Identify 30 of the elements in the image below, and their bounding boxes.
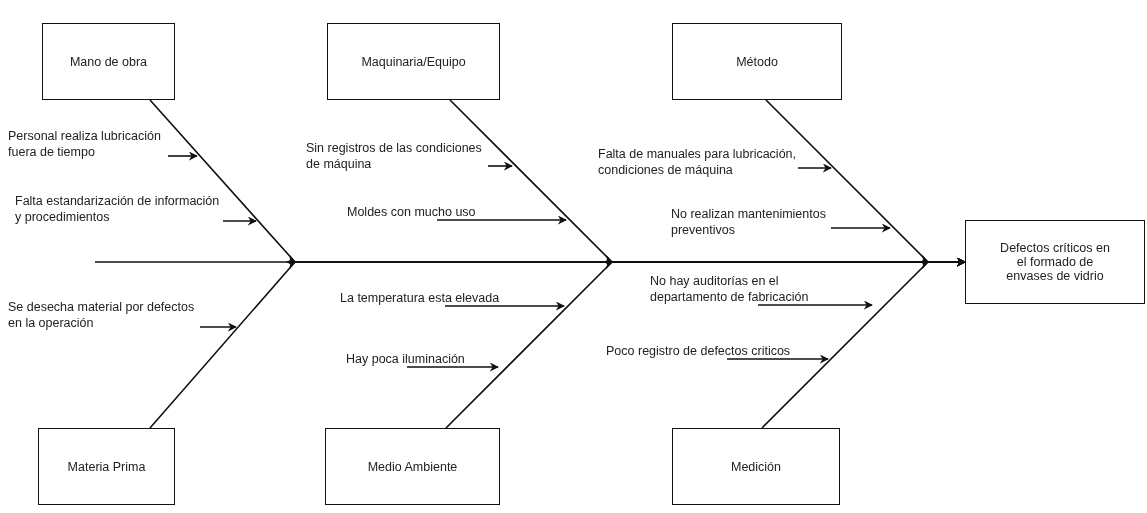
cause-text: Hay poca iluminación (346, 351, 465, 367)
cause-text: No realizan mantenimientos preventivos (671, 206, 831, 238)
cause-text: No hay auditorías en el departamento de fabricación (650, 273, 815, 305)
category-box: Materia Prima (38, 428, 175, 505)
arrow (757, 300, 873, 310)
cause-text: Sin registros de las condiciones de máquina (306, 140, 488, 172)
effect-box: Defectos críticos en el formado de envases de vidrio (965, 220, 1145, 304)
cause-text: Personal realiza lubricación fuera de tiempo (8, 128, 168, 160)
cause-text: Falta estandarización de información y procedimientos (15, 193, 223, 225)
arrow (797, 163, 832, 173)
arrow (94, 257, 966, 267)
arrow (436, 215, 567, 225)
cause-text: Se desecha material por defectos en la operación (8, 299, 200, 331)
arrow (167, 151, 198, 161)
cause-text: La temperatura esta elevada (340, 290, 500, 306)
cause-text: Moldes con mucho uso (347, 204, 476, 220)
category-box: Método (672, 23, 842, 100)
cause-text: Falta de manuales para lubricación, condiciones de máquina (598, 146, 798, 178)
arrow (199, 322, 237, 332)
arrow (487, 161, 513, 171)
category-box: Medición (672, 428, 840, 505)
category-box: Maquinaria/Equipo (327, 23, 500, 100)
category-box: Mano de obra (42, 23, 175, 100)
category-box: Medio Ambiente (325, 428, 500, 505)
arrow (830, 223, 891, 233)
arrow (406, 362, 499, 372)
arrow (726, 354, 829, 364)
arrow (222, 216, 257, 226)
arrow (444, 301, 565, 311)
cause-text: Poco registro de defectos criticos (606, 343, 791, 359)
